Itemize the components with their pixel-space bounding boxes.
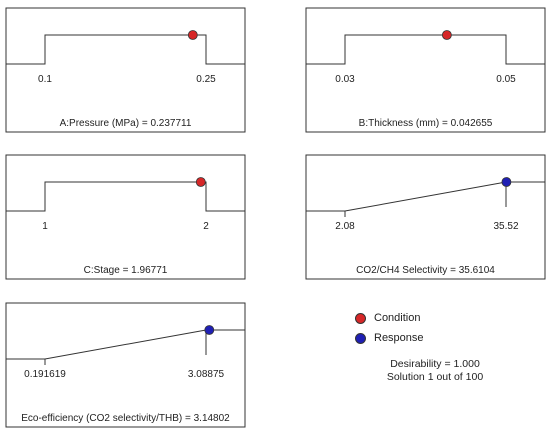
- response-marker: [204, 325, 215, 335]
- high-tick-label: 3.08875: [188, 369, 225, 380]
- panel-3: 1 2C:Stage = 1.96771: [5, 154, 246, 280]
- condition-marker: [195, 177, 206, 187]
- panel-frame: [5, 302, 246, 428]
- low-tick-label: 0.1: [38, 74, 52, 85]
- desirability-curve: [306, 34, 545, 65]
- low-tick-label: 0.03: [335, 74, 355, 85]
- panel-title: Eco-efficiency (CO2 selectivity/THB) = 3…: [21, 413, 230, 424]
- low-tick-label: 1: [42, 221, 48, 232]
- high-tick-label: 0.25: [196, 74, 216, 85]
- panel-1: 0.1 0.25A:Pressure (MPa) = 0.237711: [5, 7, 246, 133]
- response-marker-icon: [355, 332, 366, 344]
- legend-response: Response: [355, 328, 515, 348]
- panel-title: A:Pressure (MPa) = 0.237711: [60, 118, 192, 129]
- desirability-curve: [6, 181, 245, 212]
- panel-frame: [5, 7, 246, 133]
- legend: Condition Response Desirability = 1.000 …: [355, 308, 515, 384]
- panel-frame: [305, 7, 546, 133]
- condition-marker-icon: [355, 312, 366, 324]
- panel-2: 0.03 0.05B:Thickness (mm) = 0.042655: [305, 7, 546, 133]
- panel-frame: [305, 154, 546, 280]
- desirability-curve: [6, 329, 245, 360]
- low-tick-label: 0.191619: [24, 369, 66, 380]
- high-tick-label: 2: [203, 221, 209, 232]
- panel-title: B:Thickness (mm) = 0.042655: [359, 118, 493, 129]
- high-tick-label: 35.52: [493, 221, 518, 232]
- panel-frame: [5, 154, 246, 280]
- solution-summary: Desirability = 1.000 Solution 1 out of 1…: [355, 358, 515, 384]
- response-marker: [501, 177, 512, 187]
- solution-text: Solution 1 out of 100: [386, 371, 484, 383]
- low-tick-label: 2.08: [335, 221, 355, 232]
- legend-response-label: Response: [374, 332, 424, 344]
- high-tick-label: 0.05: [496, 74, 516, 85]
- condition-marker: [441, 30, 452, 40]
- desirability-curve: [6, 34, 245, 65]
- condition-marker: [187, 30, 198, 40]
- legend-condition-label: Condition: [374, 312, 421, 324]
- desirability-curve: [306, 181, 545, 212]
- panel-title: CO2/CH4 Selectivity = 35.6104: [356, 265, 495, 276]
- desirability-text: Desirability = 1.000: [390, 358, 480, 370]
- legend-condition: Condition: [355, 308, 515, 328]
- panel-title: C:Stage = 1.96771: [84, 265, 168, 276]
